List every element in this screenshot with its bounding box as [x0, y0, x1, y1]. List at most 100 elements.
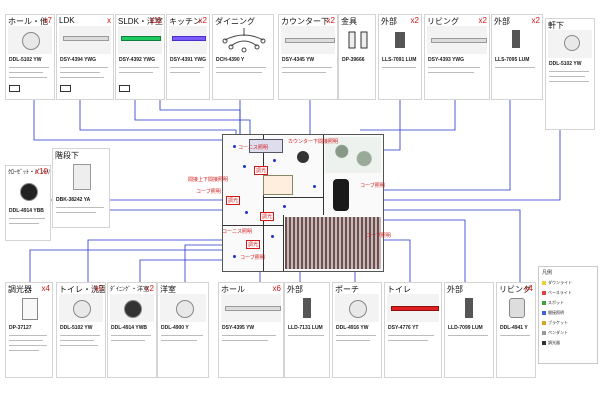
fixture-photo: [169, 26, 207, 54]
fixture-photo: [8, 294, 50, 322]
card-title: 階段下: [55, 151, 79, 160]
card-title: SLDK・洋室: [118, 17, 163, 26]
fixture-card-counter: カウンター下 x2 DSY-4345 YW: [278, 14, 338, 100]
card-qty: x10: [35, 167, 48, 176]
downlight-icon: [349, 300, 367, 318]
card-qty: x2: [478, 16, 487, 25]
card-title: リビング: [427, 17, 459, 26]
fixture-card-ldk: LDK x DSY-4394 YWG: [56, 14, 114, 100]
card-model: DDL-5102 YW: [549, 61, 582, 67]
card-title: 軒下: [548, 21, 564, 30]
card-title: キッチン: [169, 17, 201, 26]
fixture-card-hall-base: ホール x6 DSY-4395 YW: [218, 282, 284, 378]
card-title: トイレ・洗面: [59, 285, 106, 294]
downlight-icon: [564, 35, 580, 51]
legend-row: ダウンライト: [542, 279, 572, 286]
chandelier-icon: [222, 28, 266, 53]
annotation-indirect: 間接上下間接照明: [188, 177, 229, 183]
legend-row: 調光器: [542, 339, 560, 346]
card-qty: x5: [94, 284, 103, 293]
card-title: 外部: [287, 285, 303, 294]
car-icon: [333, 179, 349, 211]
fixture-card-dining: ダイニング DCH-4390 Y: [212, 14, 274, 100]
fixture-card-exterior-1: 外部 x2 LLS-7091 LUM: [378, 14, 422, 100]
fixture-card-kitchen: キッチン x2 DSY-4391 YWG: [166, 14, 210, 100]
fixture-card-living: リビング x2 DSY-4393 YWG: [424, 14, 490, 100]
legend-row: ペンダント: [542, 329, 568, 336]
fixture-card-under-stairs: 階段下 DBK-38242 YA: [52, 148, 110, 228]
card-title: ダイニング: [215, 17, 255, 26]
fixture-photo: [118, 26, 162, 54]
card-title: リビング: [499, 285, 531, 294]
annotation-cornice-2: コーニス照明: [222, 229, 253, 235]
fixture-card-exterior-2: 外部 x2 LLS-7095 LUM: [491, 14, 543, 100]
card-title: ポーチ: [335, 285, 359, 294]
annotation-cove-3: コーブ照明: [240, 255, 265, 261]
card-qty: x2: [410, 16, 419, 25]
fixture-card-sldk: SLDK・洋室 x11 DSY-4392 YWG: [115, 14, 165, 100]
card-title: ｸﾛｰｾﾞｯﾄ・ﾊﾟﾝﾄﾘｰ: [8, 170, 51, 176]
legend-panel: 凡例 ダウンライト ベースライト スポット 間接照明 ブラケット ペンダント 調…: [538, 266, 598, 364]
downlight-icon: [20, 183, 38, 201]
card-model: DDL-4941 Y: [500, 325, 528, 331]
bracket-icon: [73, 164, 91, 190]
legend-title: 凡例: [542, 270, 553, 276]
fixture-photo: [499, 294, 533, 322]
annotation-cove-1: コーブ照明: [196, 189, 221, 195]
card-qty: x4: [524, 284, 533, 293]
fixture-photo: [110, 294, 154, 322]
legend-row: 間接照明: [542, 309, 564, 316]
dimmer-tag: 調光: [260, 212, 275, 221]
card-model: DDL-4916 YW: [336, 325, 369, 331]
spot-icon: [465, 298, 473, 318]
card-model: DSY-4395 YW: [222, 325, 255, 331]
fixture-card-toilet: トイレ DSY-4776 YT: [384, 282, 442, 378]
card-title: 外部: [447, 285, 463, 294]
card-model: LLD-7099 LUM: [448, 325, 483, 331]
dimmer-tag: 調光: [246, 240, 261, 249]
downlight-icon: [124, 300, 142, 318]
annotation-cove-2: コーブ照明: [360, 183, 385, 189]
sofa-icon: [249, 139, 283, 153]
card-model: DDL-5102 YW: [9, 57, 42, 63]
table-icon: [297, 151, 309, 163]
card-title: LDK: [59, 16, 75, 25]
fixture-card-exterior-4: 外部 LLD-7099 LUM: [444, 282, 494, 378]
legend-row: スポット: [542, 299, 564, 306]
kitchen-counter: [263, 175, 293, 195]
card-title: トイレ: [387, 285, 411, 294]
base-light-icon: [391, 306, 439, 311]
card-qty: x2: [326, 16, 335, 25]
downlight-icon: [73, 300, 91, 318]
card-title: 外部: [494, 17, 510, 26]
card-title: 調光器: [8, 285, 32, 294]
dimmer-tag: 調光: [254, 166, 269, 175]
card-model: DBK-38242 YA: [56, 197, 91, 203]
card-qty: x2: [145, 284, 154, 293]
card-model: DDL-4900 Y: [161, 325, 189, 331]
fixture-photo: [8, 177, 48, 205]
fixture-photo: [221, 294, 281, 322]
legend-row: ブラケット: [542, 319, 568, 326]
card-model: DCH-4390 Y: [216, 57, 245, 63]
bracket-icon: [348, 31, 368, 49]
card-model: DSY-4391 YWG: [170, 57, 207, 63]
card-model: DDL-4914 YBB: [9, 208, 44, 214]
card-model: DDL-5102 YW: [60, 325, 93, 331]
fixture-photo: [447, 294, 491, 322]
fixture-photo: [281, 26, 335, 54]
annotation-cornice-1: コーニス照明: [238, 145, 269, 151]
base-light-icon: [431, 38, 487, 43]
spot-icon: [512, 30, 520, 48]
card-title: カウンター下: [281, 17, 329, 26]
card-model: DSY-4345 YW: [282, 57, 315, 63]
base-light-icon: [121, 36, 161, 41]
card-qty: x6: [272, 284, 281, 293]
card-title: ﾀﾞｲﾆﾝｸﾞ・洋室: [110, 287, 150, 293]
fixture-photo: [341, 26, 373, 54]
card-model: LLD-7131 LUM: [288, 325, 323, 331]
base-light-icon: [225, 306, 281, 311]
floor-plan: [222, 134, 384, 272]
fixture-photo: [427, 26, 487, 54]
fixture-photo: [335, 294, 379, 322]
